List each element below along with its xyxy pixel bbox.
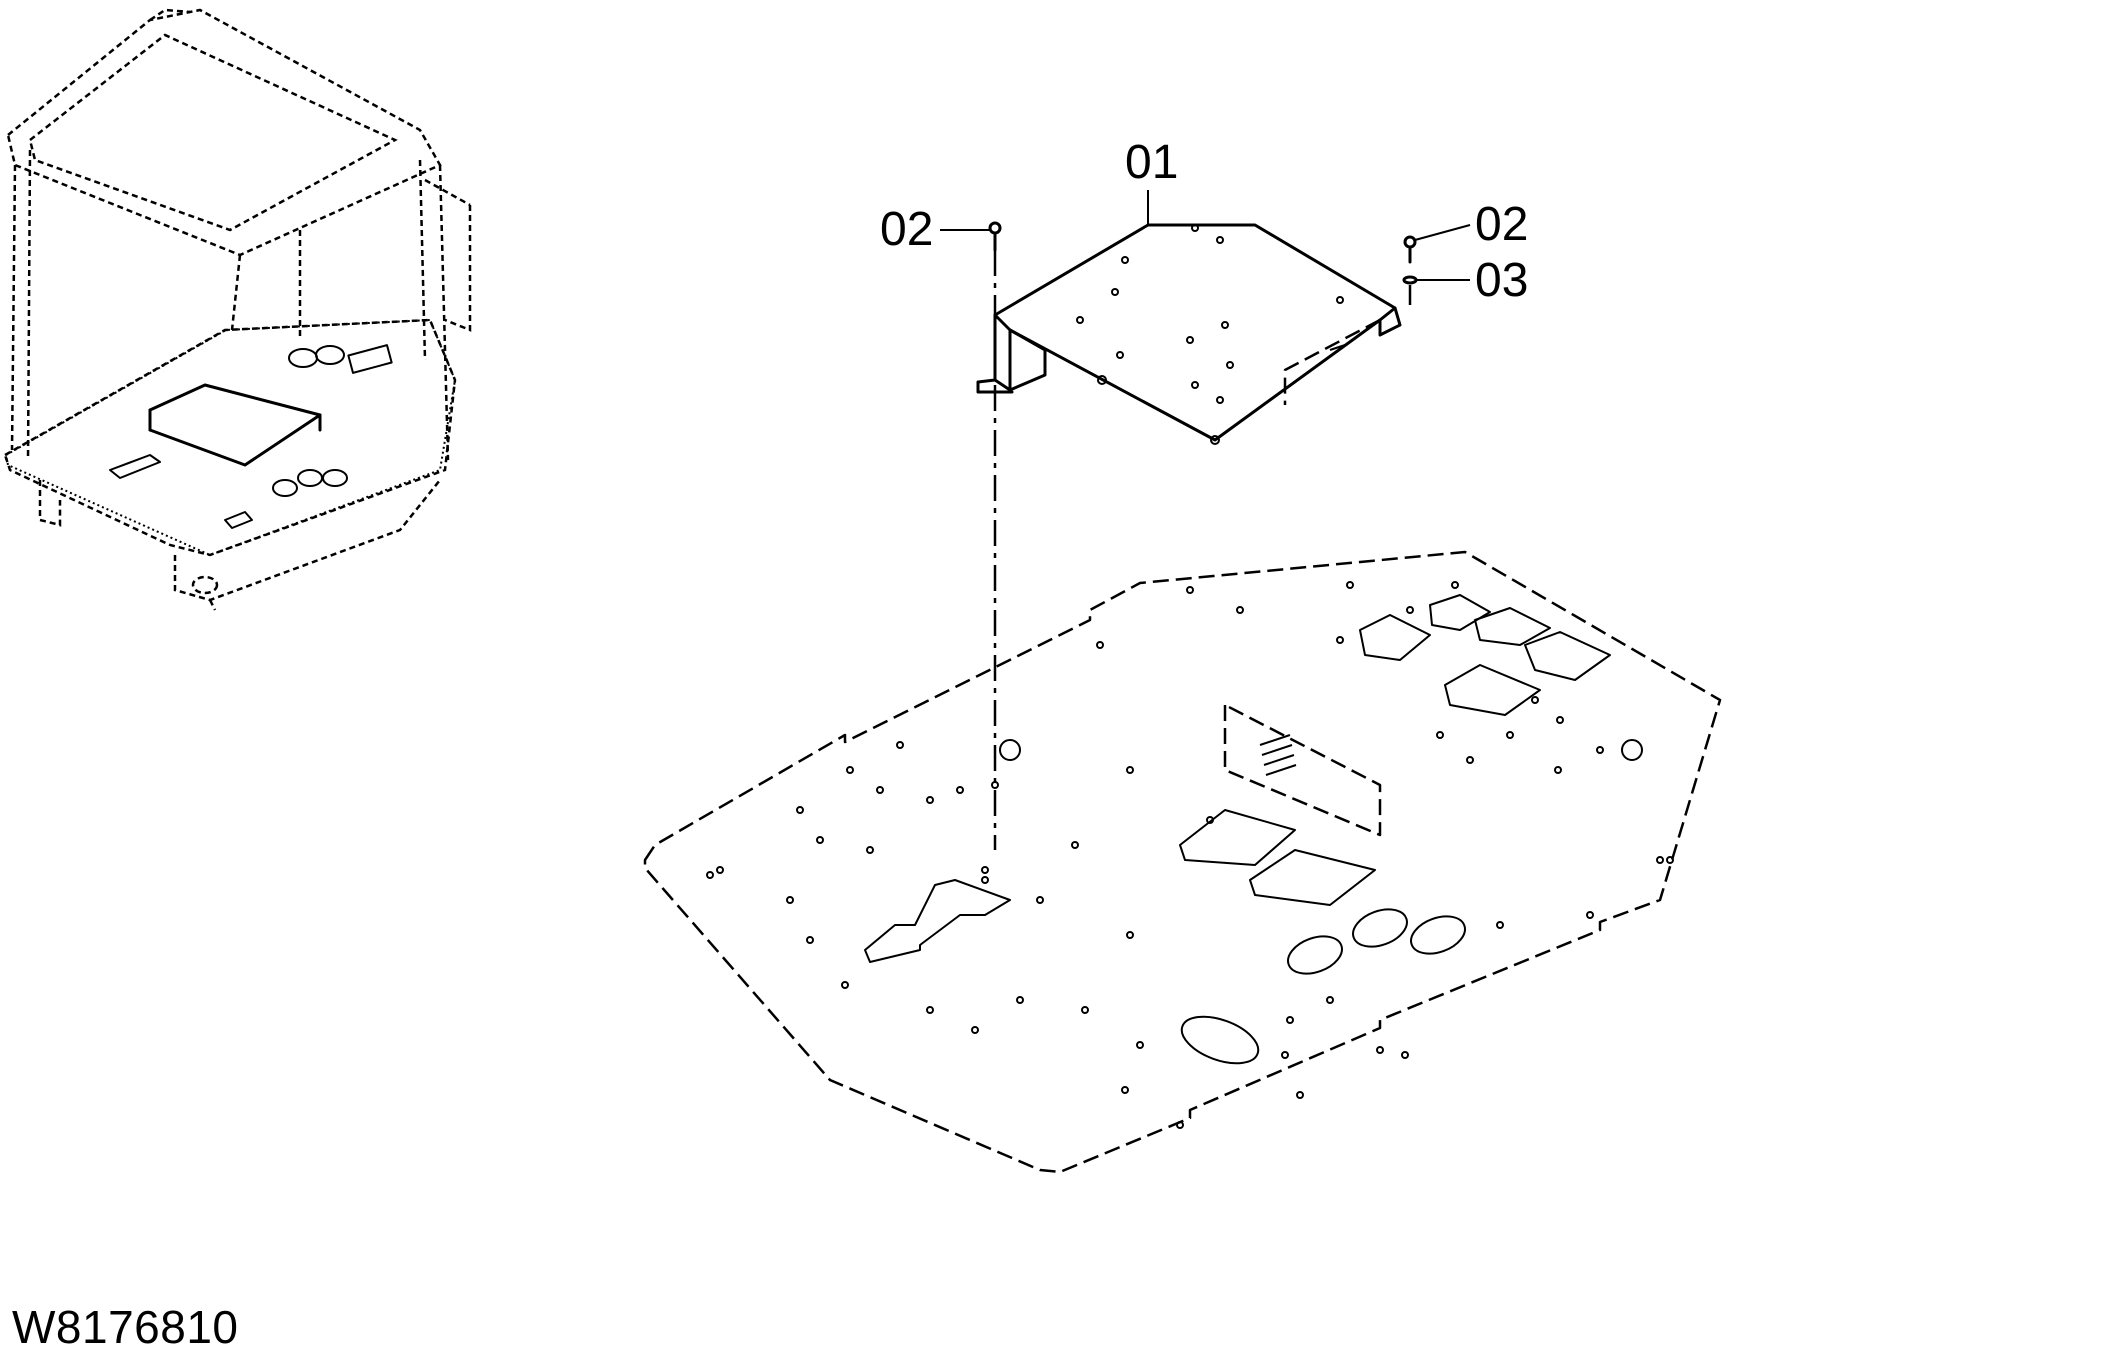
callout-01: 01 <box>1125 136 1178 189</box>
floor-holes <box>706 581 1674 1129</box>
cab-reference-view <box>3 8 472 611</box>
callout-02-right: 02 <box>1475 198 1528 251</box>
washer-part-03 <box>1402 275 1418 285</box>
callout-02-left: 02 <box>880 203 933 256</box>
bolt-left-part-02 <box>988 221 1002 252</box>
floor-plate <box>643 550 1722 1174</box>
box-cover-part-01 <box>976 223 1402 445</box>
bolt-right-part-02 <box>1403 235 1417 264</box>
callout-03: 03 <box>1475 254 1528 307</box>
drawing-number: W8176810 <box>12 1301 239 1353</box>
leader-lines <box>940 190 1471 281</box>
